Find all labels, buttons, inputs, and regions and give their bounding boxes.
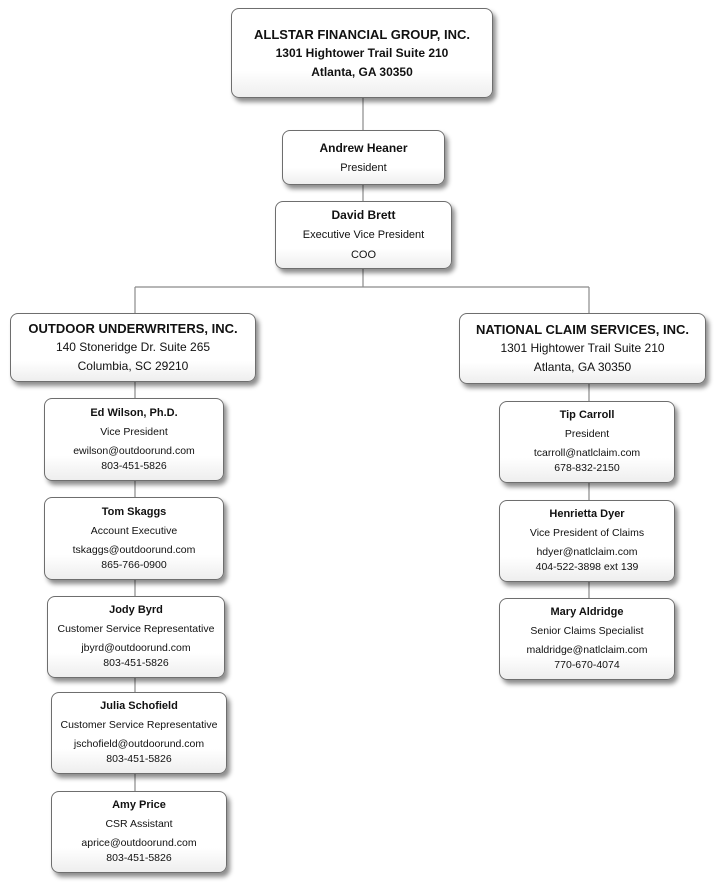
staff-email: hdyer@natlclaim.com (536, 546, 638, 558)
staff-name: Amy Price (112, 799, 166, 811)
executive-name: David Brett (331, 208, 396, 222)
staff-title: Senior Claims Specialist (530, 625, 644, 637)
corporate-box: ALLSTAR FINANCIAL GROUP, INC. 1301 Hight… (231, 8, 493, 98)
staff-card: Jody Byrd Customer Service Representativ… (47, 596, 225, 678)
division-name: OUTDOOR UNDERWRITERS, INC. (28, 321, 238, 336)
staff-email: jschofield@outdoorund.com (73, 738, 205, 750)
division-address: 140 Stoneridge Dr. Suite 265 (55, 340, 211, 354)
staff-card: Henrietta Dyer Vice President of Claims … (499, 500, 675, 582)
staff-phone: 803-451-5826 (106, 753, 172, 765)
staff-title: Account Executive (90, 524, 178, 537)
division-name: NATIONAL CLAIM SERVICES, INC. (475, 322, 690, 337)
staff-title: Customer Service Representative (57, 623, 215, 635)
staff-card: Tip Carroll President tcarroll@natlclaim… (499, 401, 675, 483)
staff-phone: 865-766-0900 (101, 558, 167, 571)
staff-email: maldridge@natlclaim.com (526, 644, 648, 656)
staff-title: President (564, 428, 610, 440)
corporate-name: ALLSTAR FINANCIAL GROUP, INC. (254, 26, 470, 42)
division-address: 1301 Hightower Trail Suite 210 (500, 341, 665, 355)
division-box-outdoor-underwriters: OUTDOOR UNDERWRITERS, INC. 140 Stoneridg… (10, 313, 256, 382)
executive-title: Executive Vice President (302, 229, 425, 241)
executive-box-evp: David Brett Executive Vice President COO (275, 201, 452, 269)
staff-name: Julia Schofield (100, 700, 178, 712)
staff-email: jbyrd@outdoorund.com (81, 642, 191, 654)
division-city: Columbia, SC 29210 (77, 359, 189, 373)
staff-name: Tip Carroll (559, 409, 615, 421)
staff-name: Tom Skaggs (101, 505, 167, 518)
staff-card: Tom Skaggs Account Executive tskaggs@out… (44, 497, 224, 580)
staff-email: tcarroll@natlclaim.com (533, 447, 641, 459)
executive-box-president: Andrew Heaner President (282, 130, 445, 185)
staff-phone: 803-451-5826 (106, 852, 172, 864)
corporate-city: Atlanta, GA 30350 (311, 64, 413, 79)
staff-phone: 803-451-5826 (101, 459, 167, 472)
staff-title: Customer Service Representative (60, 719, 218, 731)
division-box-national-claim-services: NATIONAL CLAIM SERVICES, INC. 1301 Hight… (459, 313, 706, 384)
staff-email: tskaggs@outdoorund.com (72, 543, 196, 556)
staff-card: Ed Wilson, Ph.D. Vice President ewilson@… (44, 398, 224, 481)
staff-email: ewilson@outdoorund.com (73, 444, 195, 457)
staff-card: Julia Schofield Customer Service Represe… (51, 692, 227, 774)
staff-phone: 404-522-3898 ext 139 (535, 561, 639, 573)
staff-phone: 803-451-5826 (103, 657, 169, 669)
division-city: Atlanta, GA 30350 (533, 360, 632, 374)
executive-title-secondary: COO (350, 249, 377, 261)
staff-card: Amy Price CSR Assistant aprice@outdoorun… (51, 791, 227, 873)
staff-email: aprice@outdoorund.com (81, 837, 197, 849)
executive-title: President (340, 161, 387, 174)
staff-phone: 770-670-4074 (554, 659, 620, 671)
executive-name: Andrew Heaner (319, 140, 408, 155)
staff-name: Henrietta Dyer (549, 508, 625, 520)
staff-card: Mary Aldridge Senior Claims Specialist m… (499, 598, 675, 680)
corporate-address: 1301 Hightower Trail Suite 210 (275, 45, 449, 60)
staff-title: CSR Assistant (105, 818, 173, 830)
staff-phone: 678-832-2150 (554, 462, 620, 474)
staff-name: Jody Byrd (109, 604, 163, 616)
staff-name: Mary Aldridge (550, 606, 624, 618)
staff-name: Ed Wilson, Ph.D. (90, 406, 178, 419)
staff-title: Vice President of Claims (529, 527, 645, 539)
staff-title: Vice President (100, 425, 168, 438)
